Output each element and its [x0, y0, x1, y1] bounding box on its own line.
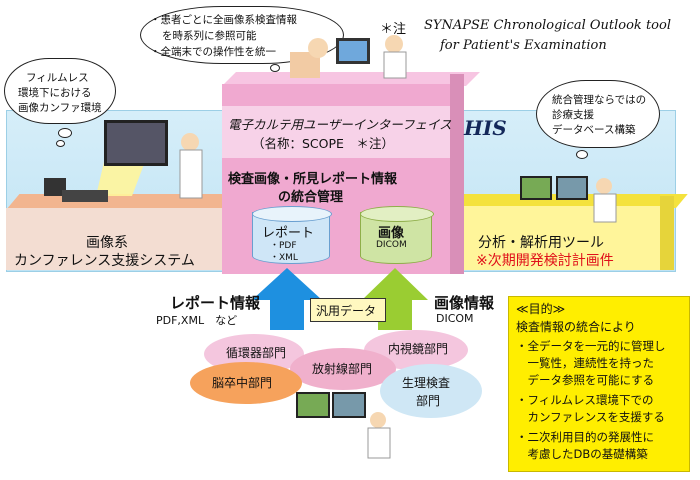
right-bubble-line2: 診療支援 [552, 109, 594, 121]
right-bubble-dot [576, 150, 588, 159]
left-bubble-line1: フィルムレス [26, 72, 89, 84]
center-column-side [450, 74, 464, 274]
left-bubble-dot1 [58, 128, 72, 138]
left-bubble-dot2 [56, 140, 65, 147]
dept-physio-ellipse [380, 364, 482, 418]
dept-stroke: 脳卒中部門 [212, 376, 273, 390]
report-item-pdf: ・PDF [270, 241, 297, 251]
dept-cardio: 循環器部門 [226, 346, 287, 360]
right-system-line1: 分析・解析用ツール [478, 235, 604, 251]
purpose-intro: 検査情報の統合により [516, 320, 636, 334]
purpose-line: ・フィルムレス環境下での [516, 393, 654, 407]
dept-radiology-ellipse [290, 348, 396, 390]
purpose-line: 考慮したDBの基礎構築 [516, 447, 648, 461]
report-cylinder-top [252, 206, 332, 222]
left-system-line1: 画像系 [86, 235, 128, 251]
his-label: HIS [464, 116, 507, 140]
report-info-sub: PDF,XML など [156, 314, 238, 327]
purpose-box [508, 296, 690, 472]
right-system-line2: ※次期開発検討計画件 [476, 253, 614, 269]
purpose-line: ・二次利用目的の発展性に [516, 430, 654, 444]
dept-physio-line1: 生理検査 [402, 376, 451, 390]
purpose-line: 一覧性，連続性を持った [516, 356, 654, 370]
conference-illustration [44, 120, 203, 202]
note-marker: ＊注 [380, 22, 407, 37]
dept-stroke-ellipse [190, 362, 302, 404]
dept-physio-line2: 部門 [416, 394, 441, 408]
ui-line2: （名称：SCOPE ＊注） [252, 136, 394, 151]
bottom-workstation-illustration [296, 392, 391, 459]
left-system-line2: カンファレンス支援システム [14, 253, 195, 269]
ui-band [222, 106, 450, 158]
top-doctors-illustration [290, 35, 407, 79]
generic-data-box [310, 298, 386, 322]
image-info-label: 画像情報 [434, 294, 495, 312]
dept-radiology: 放射線部門 [312, 362, 373, 376]
generic-data-label: 汎用データ [316, 304, 377, 318]
left-bubble-line3: 画像カンファ環境 [18, 102, 102, 114]
report-title: レポート [262, 226, 315, 241]
top-bubble-line3: ・全端末での操作性を統一 [150, 46, 276, 58]
ui-line1: 電子カルテ用ユーザーインターフェイス [228, 117, 452, 132]
left-system-box [6, 208, 222, 270]
note-line2: for Patient's Examination [440, 38, 607, 53]
center-line1: 検査画像・所見レポート情報 [228, 172, 398, 187]
image-sub: DICOM [376, 240, 407, 250]
purpose-line: ・全データを一元的に管理し [516, 339, 666, 353]
image-cylinder-top [360, 206, 434, 222]
right-bubble-line1: 統合管理ならではの [552, 94, 647, 106]
workstation-illustration [520, 176, 617, 223]
left-bubble-line2: 環境下における [18, 87, 92, 99]
dept-endoscopy: 内視鏡部門 [388, 342, 449, 356]
left-bubble [4, 58, 116, 124]
purpose-line: カンファレンスを支援する [516, 410, 665, 424]
right-system-side [660, 196, 674, 270]
top-bubble-dot [270, 64, 280, 72]
image-info-sub: DICOM [436, 312, 474, 325]
report-item-xml: ・XML [270, 253, 298, 263]
right-bubble-line3: データベース構築 [552, 124, 636, 136]
report-info-label: レポート情報 [170, 294, 261, 312]
note-line1: SYNAPSE Chronological Outlook tool [424, 18, 671, 33]
image-title: 画像 [378, 226, 405, 241]
top-bubble-line1: ・患者ごとに全画像系検査情報 [150, 14, 297, 26]
right-bubble [536, 80, 660, 148]
top-bubble-line2: を時系列に参照可能 [162, 30, 257, 42]
purpose-line: データ参照を可能にする [516, 373, 655, 387]
purpose-title: ≪目的≫ [516, 302, 566, 316]
center-line2: の統合管理 [278, 190, 344, 205]
right-system-box [450, 206, 660, 270]
